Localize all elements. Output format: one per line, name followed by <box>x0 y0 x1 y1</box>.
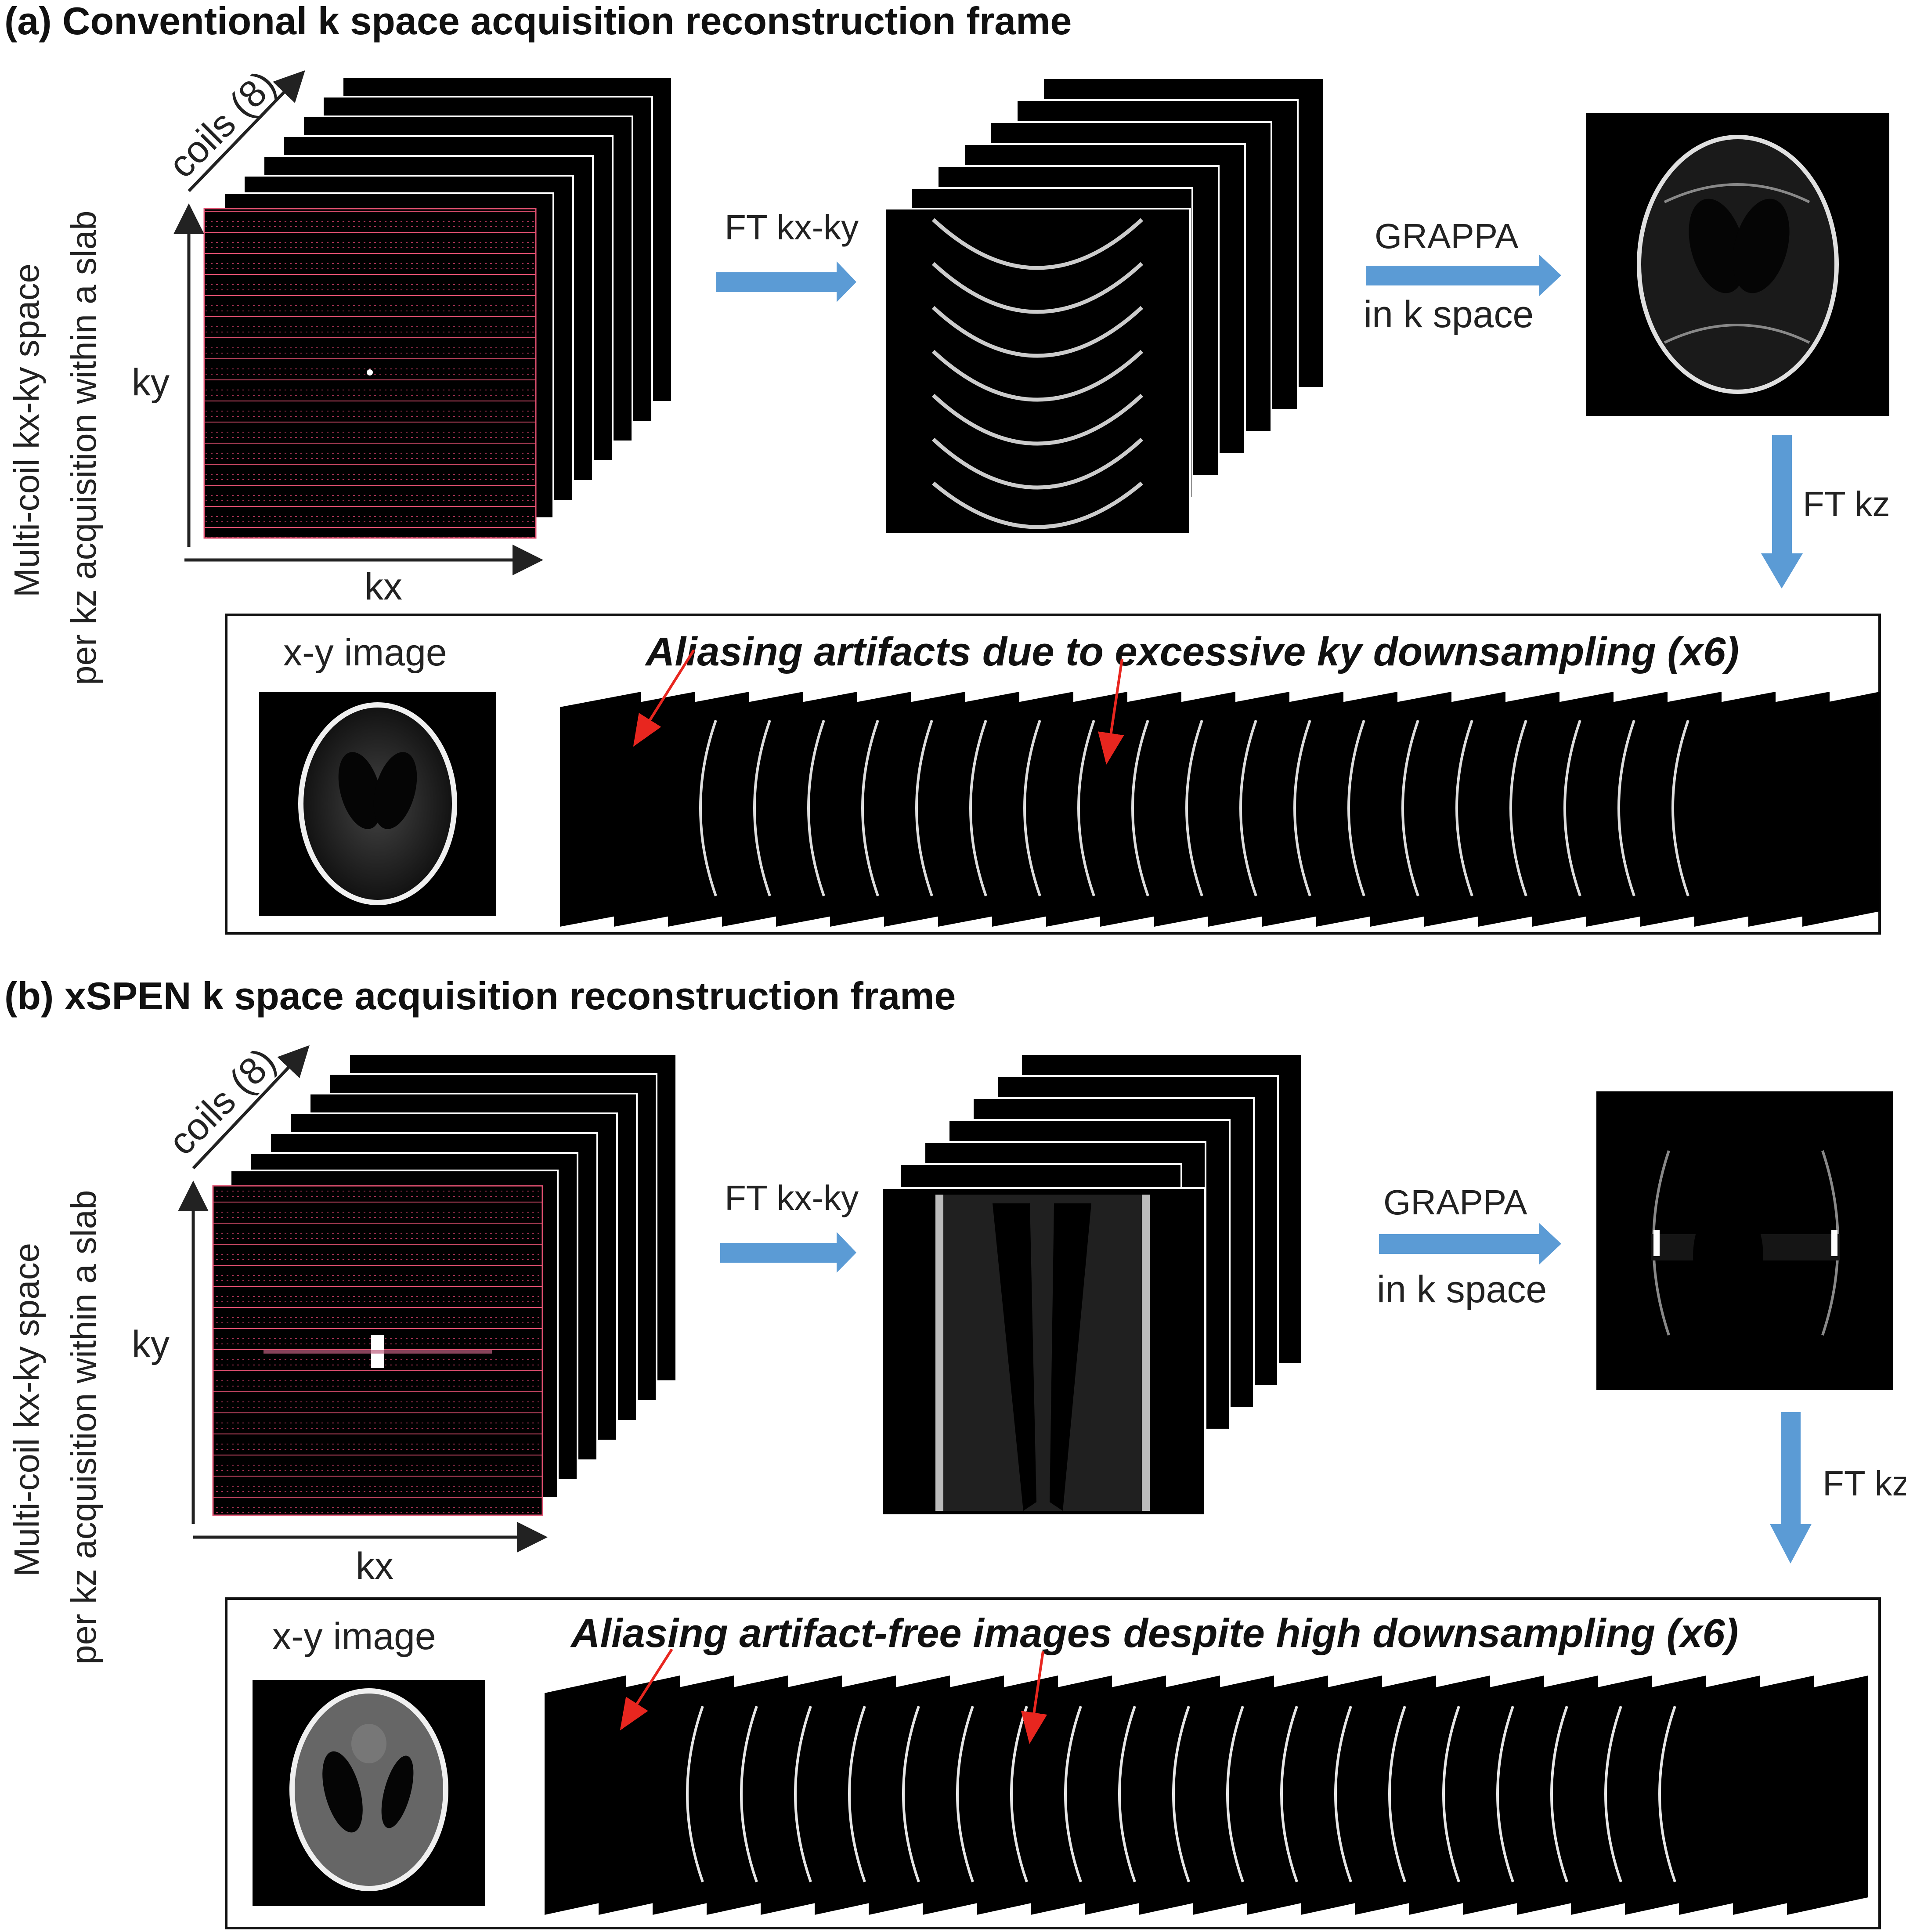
panel-a-ky-label: ky <box>132 361 170 404</box>
panel-b-kx-label: kx <box>356 1545 393 1587</box>
panel-b-slice-strip <box>545 1676 1868 1915</box>
panel-b-ylabel-line2: per kz acquisition within a slab <box>64 1190 103 1665</box>
flow-arrow-icon <box>1770 1412 1812 1564</box>
panel-a-ft-kxky-label: FT kx-ky <box>725 208 859 247</box>
panel-b-kspace-stack <box>212 1053 677 1516</box>
annotation-arrow-icon <box>633 649 695 747</box>
panel-b-image-stack <box>881 1053 1303 1516</box>
flow-arrow-icon <box>716 261 856 302</box>
panel-a-ylabel-line2: per kz acquisition within a slab <box>64 210 103 685</box>
panel-a-caption: Aliasing artifacts due to excessive ky d… <box>645 629 1739 674</box>
panel-b: (b) xSPEN k space acquisition reconstruc… <box>4 974 1906 1929</box>
panel-a-ylabel-line1: Multi-coil kx-ky space <box>7 264 46 597</box>
panel-a-xy-image-label: x-y image <box>283 632 447 674</box>
panel-a-kx-label: kx <box>365 566 402 608</box>
panel-a-grappa-sub-label: in k space <box>1364 293 1534 336</box>
panel-b-ylabel-line1: Multi-coil kx-ky space <box>7 1243 46 1577</box>
panel-a-kspace-stack <box>203 76 673 539</box>
panel-b-result-frame <box>225 1597 1881 1929</box>
annotation-arrow-icon <box>620 1648 673 1731</box>
panel-a-ft-kz-label: FT kz <box>1803 484 1890 524</box>
annotation-arrow-icon <box>1021 1651 1047 1744</box>
panel-b-caption: Aliasing artifact-free images despite hi… <box>570 1611 1738 1656</box>
panel-b-coils-label: coils (8) <box>161 1040 284 1163</box>
flow-arrow-icon <box>1366 255 1561 296</box>
panel-b-ft-kxky-label: FT kx-ky <box>725 1178 859 1217</box>
panel-b-title: (b) xSPEN k space acquisition reconstruc… <box>4 974 956 1018</box>
panel-b-grappa-sub-label: in k space <box>1377 1268 1547 1311</box>
flow-arrow-icon <box>720 1232 856 1273</box>
panel-a-slice-strip <box>560 692 1880 927</box>
panel-b-xy-image-label: x-y image <box>272 1615 436 1658</box>
panel-a-image-stack <box>884 77 1325 534</box>
panel-a-aliased-front <box>884 208 1191 534</box>
annotation-arrow-icon <box>1098 658 1124 765</box>
panel-a-title: (a) Conventional k space acquisition rec… <box>4 0 1072 43</box>
axis-arrow-icon <box>192 1045 310 1170</box>
panel-a-grappa-label: GRAPPA <box>1375 217 1519 256</box>
panel-b-ky-label: ky <box>132 1323 170 1365</box>
axis-arrow-icon <box>188 70 305 192</box>
flow-arrow-icon <box>1761 435 1803 589</box>
flow-arrow-icon <box>1379 1223 1561 1264</box>
panel-a: (a) Conventional k space acquisition rec… <box>4 0 1890 935</box>
panel-b-ft-kz-label: FT kz <box>1823 1464 1906 1503</box>
panel-b-grappa-label: GRAPPA <box>1383 1183 1527 1222</box>
